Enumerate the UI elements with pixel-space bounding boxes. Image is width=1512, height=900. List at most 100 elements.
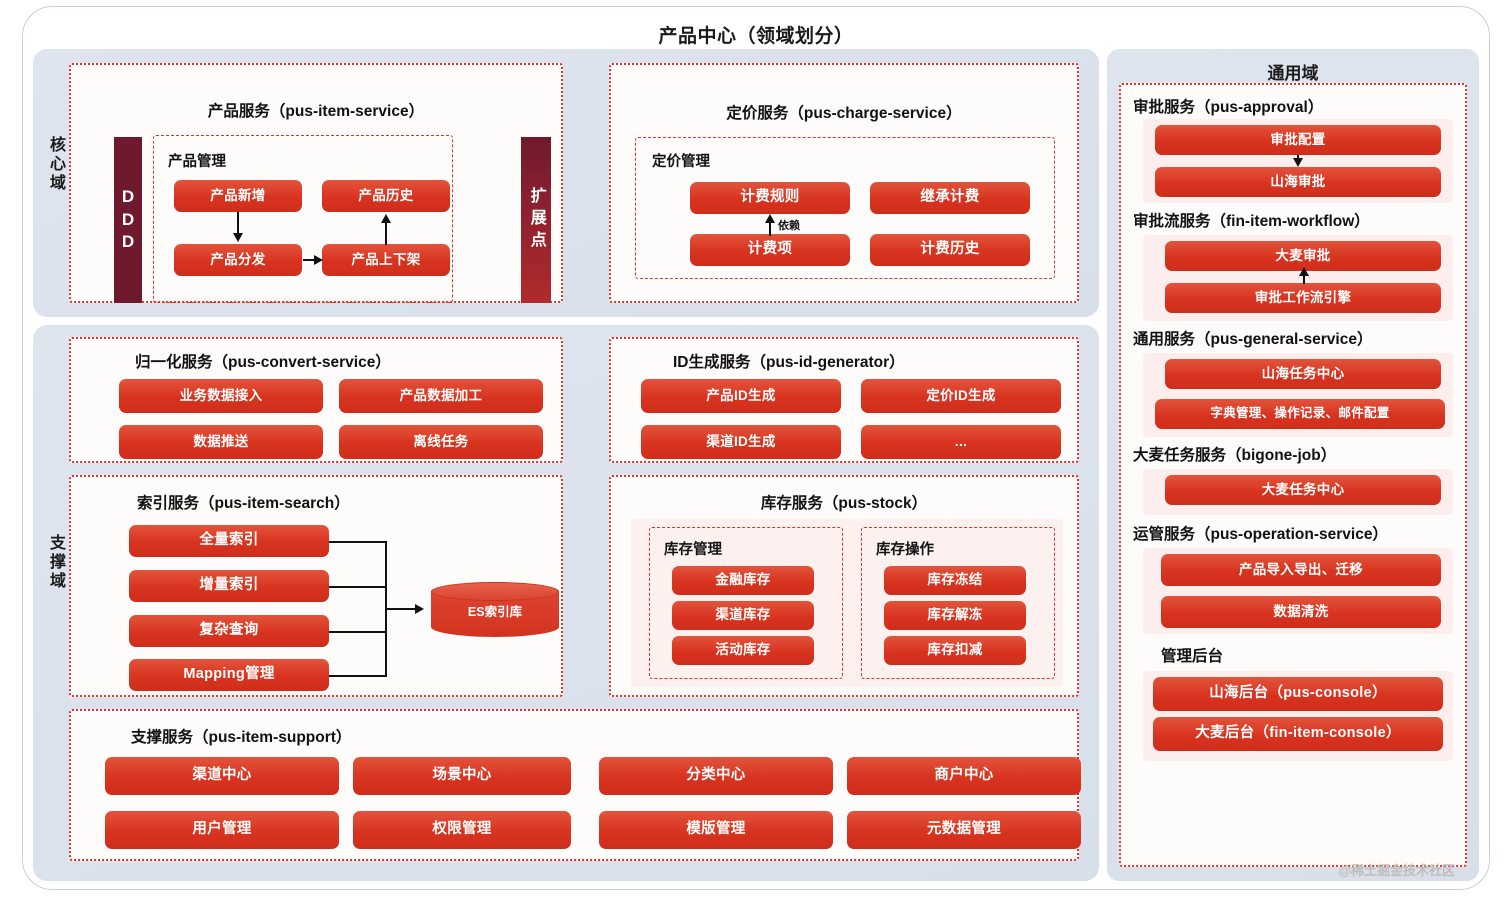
group-title: 产品管理 bbox=[168, 154, 226, 170]
diagram-shell: 产品中心（领域划分） 核心域 产品服务（pus-item-service） D … bbox=[22, 6, 1490, 890]
arrow-up-shelf-history bbox=[380, 214, 391, 223]
box-charge-history[interactable]: 计费历史 bbox=[870, 234, 1030, 266]
box-workflow-0[interactable]: 大麦审批 bbox=[1165, 241, 1441, 271]
cylinder-top bbox=[431, 582, 559, 601]
service-title-operation: 运管服务（pus-operation-service） bbox=[1133, 526, 1388, 543]
box-stock-manage-2[interactable]: 活动库存 bbox=[672, 636, 814, 665]
service-title-console: 管理后台 bbox=[1161, 648, 1224, 665]
ddd-letter-2: D bbox=[121, 209, 135, 229]
box-console-0[interactable]: 山海后台（pus-console） bbox=[1153, 677, 1443, 711]
es-store-label: ES索引库 bbox=[467, 604, 523, 619]
service-title-approval: 审批服务（pus-approval） bbox=[1133, 99, 1324, 116]
box-search-3[interactable]: Mapping管理 bbox=[129, 659, 329, 691]
box-support-4[interactable]: 用户管理 bbox=[105, 811, 339, 849]
box-general-1[interactable]: 字典管理、操作记录、邮件配置 bbox=[1155, 399, 1445, 429]
box-operation-1[interactable]: 数据清洗 bbox=[1161, 596, 1441, 628]
box-stock-operate-0[interactable]: 库存冻结 bbox=[884, 566, 1026, 595]
box-job-0[interactable]: 大麦任务中心 bbox=[1165, 475, 1441, 505]
watermark: @稀土掘金技术社区 bbox=[1338, 863, 1455, 878]
ddd-bar: D D D bbox=[114, 137, 142, 303]
box-charge-inherit[interactable]: 继承计费 bbox=[870, 182, 1030, 214]
service-pus-stock: 库存服务（pus-stock） 库存管理 金融库存 渠道库存 活动库存 库存操作… bbox=[609, 475, 1079, 697]
edge-label-dependency: 依赖 bbox=[778, 220, 800, 232]
connector-add-to-distribute bbox=[237, 212, 239, 234]
group-product-management: 产品管理 产品新增 产品历史 产品分发 产品上下架 bbox=[153, 135, 453, 303]
box-workflow-1[interactable]: 审批工作流引擎 bbox=[1165, 283, 1441, 313]
core-domain-label: 核心域 bbox=[49, 137, 66, 192]
general-domain-services: 审批服务（pus-approval） 审批配置 山海审批 审批流服务（fin-i… bbox=[1119, 83, 1467, 867]
arrow-right-to-es bbox=[415, 603, 424, 614]
connector-distribute-to-shelf bbox=[303, 259, 315, 261]
box-support-2[interactable]: 分类中心 bbox=[599, 757, 833, 795]
extension-point-bar: 扩展点 bbox=[521, 137, 551, 303]
box-search-0[interactable]: 全量索引 bbox=[129, 525, 329, 557]
box-product-distribute[interactable]: 产品分发 bbox=[174, 244, 302, 276]
page-title: 产品中心（领域划分） bbox=[658, 26, 854, 47]
box-charge-item[interactable]: 计费项 bbox=[690, 234, 850, 266]
box-approval-0[interactable]: 审批配置 bbox=[1155, 125, 1441, 155]
box-stock-manage-1[interactable]: 渠道库存 bbox=[672, 601, 814, 630]
box-convert-2[interactable]: 数据推送 bbox=[119, 425, 323, 459]
service-pus-item-search: 索引服务（pus-item-search） 全量索引 增量索引 复杂查询 Map… bbox=[69, 475, 563, 697]
box-search-1[interactable]: 增量索引 bbox=[129, 570, 329, 602]
box-product-add[interactable]: 产品新增 bbox=[174, 180, 302, 212]
box-id-3[interactable]: ... bbox=[861, 425, 1061, 459]
ddd-letter-3: D bbox=[121, 232, 135, 252]
box-stock-manage-0[interactable]: 金融库存 bbox=[672, 566, 814, 595]
arrow-down-approval bbox=[1292, 158, 1303, 167]
box-convert-3[interactable]: 离线任务 bbox=[339, 425, 543, 459]
box-convert-0[interactable]: 业务数据接入 bbox=[119, 379, 323, 413]
service-title: 产品服务（pus-item-service） bbox=[207, 103, 425, 120]
service-title: 索引服务（pus-item-search） bbox=[137, 495, 350, 512]
service-title: 定价服务（pus-charge-service） bbox=[726, 105, 962, 122]
arrow-up-workflow bbox=[1298, 267, 1309, 276]
box-id-0[interactable]: 产品ID生成 bbox=[641, 379, 841, 413]
connector-item-to-rule bbox=[769, 222, 771, 236]
box-convert-1[interactable]: 产品数据加工 bbox=[339, 379, 543, 413]
service-title: ID生成服务（pus-id-generator） bbox=[673, 354, 905, 371]
service-title-job: 大麦任务服务（bigone-job） bbox=[1133, 447, 1337, 464]
box-console-1[interactable]: 大麦后台（fin-item-console） bbox=[1153, 717, 1443, 751]
service-pus-item-support: 支撑服务（pus-item-support） 渠道中心 场景中心 分类中心 商户… bbox=[69, 709, 1081, 861]
box-support-1[interactable]: 场景中心 bbox=[353, 757, 571, 795]
service-title-workflow: 审批流服务（fin-item-workflow） bbox=[1133, 213, 1370, 230]
group-stock-operation: 库存操作 库存冻结 库存解冻 库存扣减 bbox=[861, 527, 1055, 679]
box-support-7[interactable]: 元数据管理 bbox=[847, 811, 1081, 849]
box-product-shelf[interactable]: 产品上下架 bbox=[322, 244, 450, 276]
service-title: 归一化服务（pus-convert-service） bbox=[135, 354, 391, 371]
box-stock-operate-1[interactable]: 库存解冻 bbox=[884, 601, 1026, 630]
box-support-6[interactable]: 模版管理 bbox=[599, 811, 833, 849]
group-pricing-management: 定价管理 计费规则 继承计费 计费项 计费历史 依赖 bbox=[635, 137, 1055, 279]
box-general-0[interactable]: 山海任务中心 bbox=[1165, 359, 1441, 389]
group-title: 定价管理 bbox=[652, 154, 710, 170]
box-operation-0[interactable]: 产品导入导出、迁移 bbox=[1161, 554, 1441, 586]
general-domain-title: 通用域 bbox=[1267, 64, 1319, 83]
bracket-search-to-es bbox=[329, 525, 417, 693]
connector-shelf-to-history bbox=[385, 223, 387, 245]
extension-point-label: 扩展点 bbox=[527, 187, 545, 253]
box-support-5[interactable]: 权限管理 bbox=[353, 811, 571, 849]
ddd-letter-1: D bbox=[121, 186, 135, 206]
box-id-2[interactable]: 渠道ID生成 bbox=[641, 425, 841, 459]
service-pus-id-generator: ID生成服务（pus-id-generator） 产品ID生成 定价ID生成 渠… bbox=[609, 337, 1079, 463]
service-pus-charge-service: 定价服务（pus-charge-service） 定价管理 计费规则 继承计费 … bbox=[609, 63, 1079, 303]
arrow-down-add-distribute bbox=[232, 233, 243, 242]
box-id-1[interactable]: 定价ID生成 bbox=[861, 379, 1061, 413]
service-pus-convert-service: 归一化服务（pus-convert-service） 业务数据接入 产品数据加工… bbox=[69, 337, 563, 463]
box-approval-1[interactable]: 山海审批 bbox=[1155, 167, 1441, 197]
box-product-history[interactable]: 产品历史 bbox=[322, 180, 450, 212]
box-stock-operate-2[interactable]: 库存扣减 bbox=[884, 636, 1026, 665]
box-search-2[interactable]: 复杂查询 bbox=[129, 615, 329, 647]
box-support-0[interactable]: 渠道中心 bbox=[105, 757, 339, 795]
support-domain-label: 支撑域 bbox=[49, 535, 66, 590]
connector-engine-to-damai bbox=[1303, 274, 1305, 284]
box-charge-rule[interactable]: 计费规则 bbox=[690, 182, 850, 214]
service-title: 库存服务（pus-stock） bbox=[760, 495, 928, 512]
arrow-right-distribute-shelf bbox=[314, 254, 323, 265]
group-stock-management: 库存管理 金融库存 渠道库存 活动库存 bbox=[649, 527, 843, 679]
es-index-store: ES索引库 bbox=[431, 582, 559, 638]
group-title: 库存操作 bbox=[876, 542, 934, 558]
box-support-3[interactable]: 商户中心 bbox=[847, 757, 1081, 795]
group-title: 库存管理 bbox=[664, 542, 722, 558]
arrow-up-dependency bbox=[764, 214, 775, 223]
